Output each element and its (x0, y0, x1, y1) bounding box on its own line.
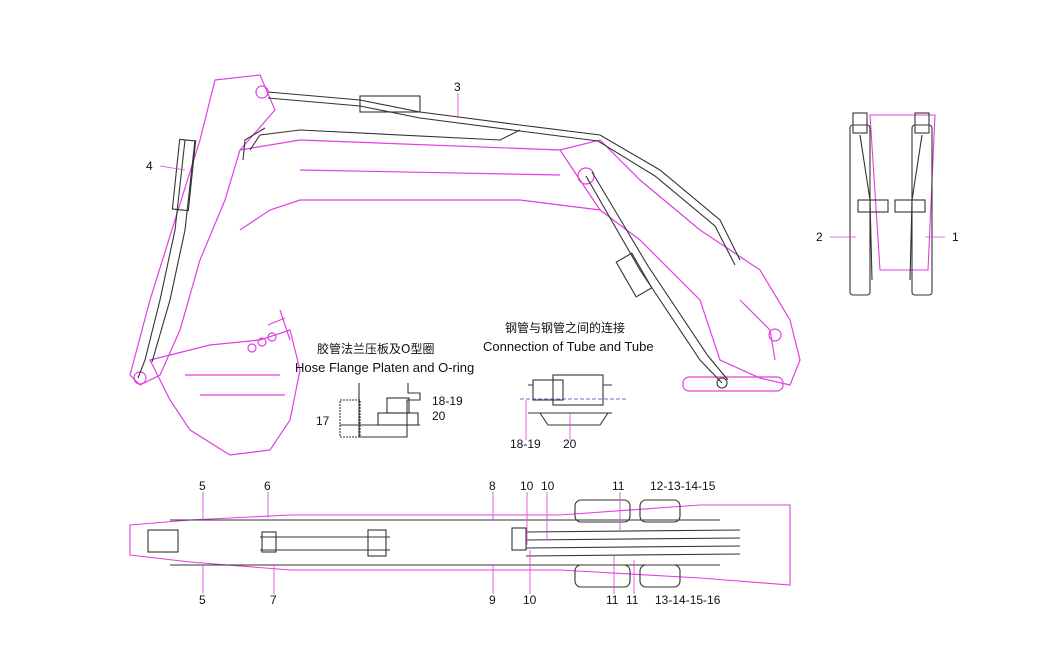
tube-connection-title-en: Connection of Tube and Tube (483, 339, 654, 354)
callout-1: 1 (952, 230, 959, 244)
side-view-piping (137, 91, 741, 389)
callout-8: 8 (489, 479, 496, 493)
end-view (849, 112, 936, 296)
callout-9: 9 (489, 593, 496, 607)
callout-11: 11 (612, 479, 625, 493)
callout-18-19: 18-19 (510, 437, 541, 451)
hose-flange-title-en: Hose Flange Platen and O-ring (295, 360, 475, 375)
boom-side-view (129, 74, 801, 456)
hose-flange-detail (339, 383, 421, 438)
callout-17: 17 (316, 414, 330, 428)
callout-11: 11 (626, 593, 639, 607)
plan-view (129, 499, 791, 588)
hose-flange-title-cn: 胶管法兰压板及O型圈 (317, 342, 435, 356)
callout-11: 11 (606, 593, 619, 607)
callout-10: 10 (523, 593, 537, 607)
callout-10: 10 (520, 479, 534, 493)
callout-2: 2 (816, 230, 823, 244)
callout-20: 20 (563, 437, 577, 451)
callout-10: 10 (541, 479, 555, 493)
callout-5: 5 (199, 593, 206, 607)
callout-6: 6 (264, 479, 271, 493)
callout-5: 5 (199, 479, 206, 493)
callout-12-13-14-15: 12-13-14-15 (650, 479, 716, 493)
callout-7: 7 (270, 593, 277, 607)
callout-13-14-15-16: 13-14-15-16 (655, 593, 721, 607)
callout-20: 20 (432, 409, 446, 423)
callout-4: 4 (146, 159, 153, 173)
callout-18-19: 18-19 (432, 394, 463, 408)
tube-connection-title-cn: 钢管与钢管之间的连接 (505, 321, 626, 335)
callout-3: 3 (454, 80, 461, 94)
tube-connection-detail (520, 374, 628, 440)
leader-lines (159, 93, 945, 594)
